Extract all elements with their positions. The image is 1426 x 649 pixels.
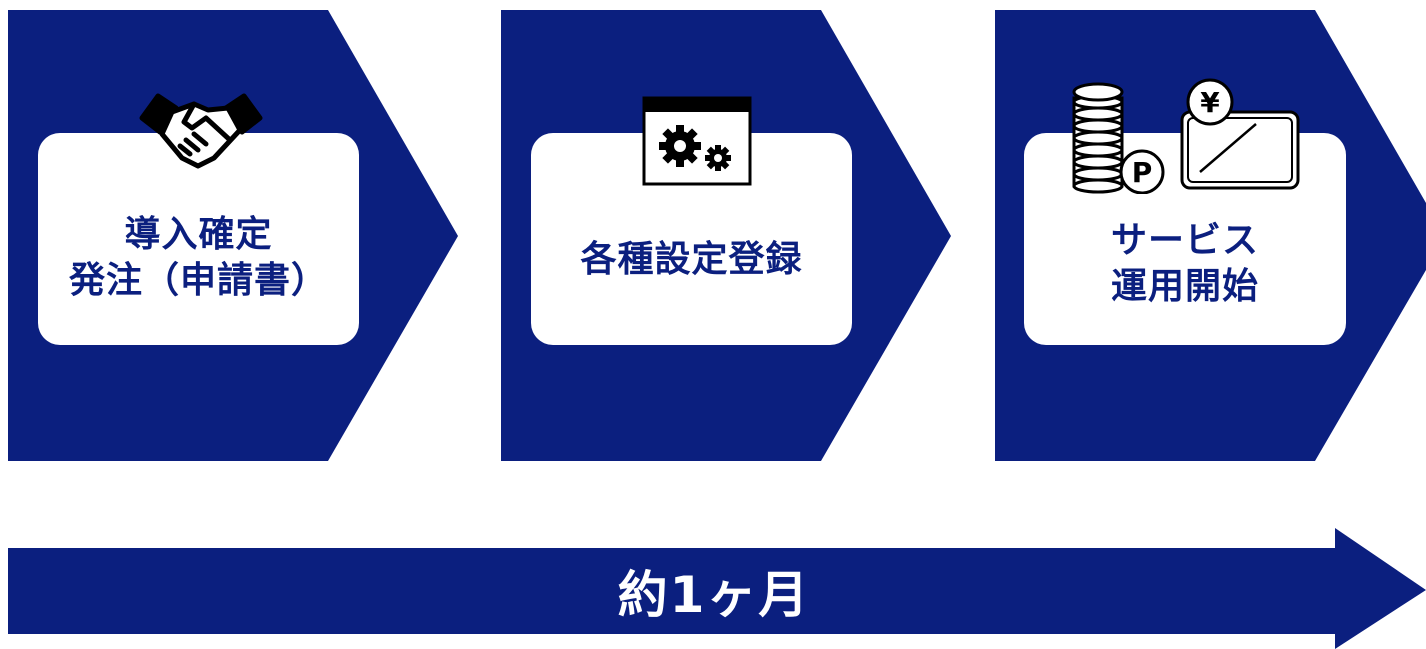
step-1-label: 導入確定 発注（申請書） [69, 212, 328, 304]
settings-window-icon [642, 96, 752, 186]
step-2-line-1: 各種設定登録 [580, 239, 803, 280]
step-3-line-1: サービス [1110, 220, 1259, 261]
duration-label: 約1ヶ月 [617, 566, 811, 624]
step-1-line-1: 導入確定 [124, 214, 273, 255]
step-2-label: 各種設定登録 [580, 237, 802, 283]
step-1-card: 導入確定 発注（申請書） [38, 133, 359, 345]
step-3-label: サービス 運用開始 [1111, 218, 1259, 310]
coins-points-card-icon: ¥ P [1072, 78, 1300, 194]
step-3-line-2: 運用開始 [1110, 266, 1259, 307]
duration-arrow [8, 528, 1426, 649]
svg-text:P: P [1132, 156, 1153, 189]
step-1-line-2: 発注（申請書） [68, 260, 328, 301]
handshake-icon [139, 93, 263, 169]
svg-text:¥: ¥ [1200, 86, 1220, 119]
